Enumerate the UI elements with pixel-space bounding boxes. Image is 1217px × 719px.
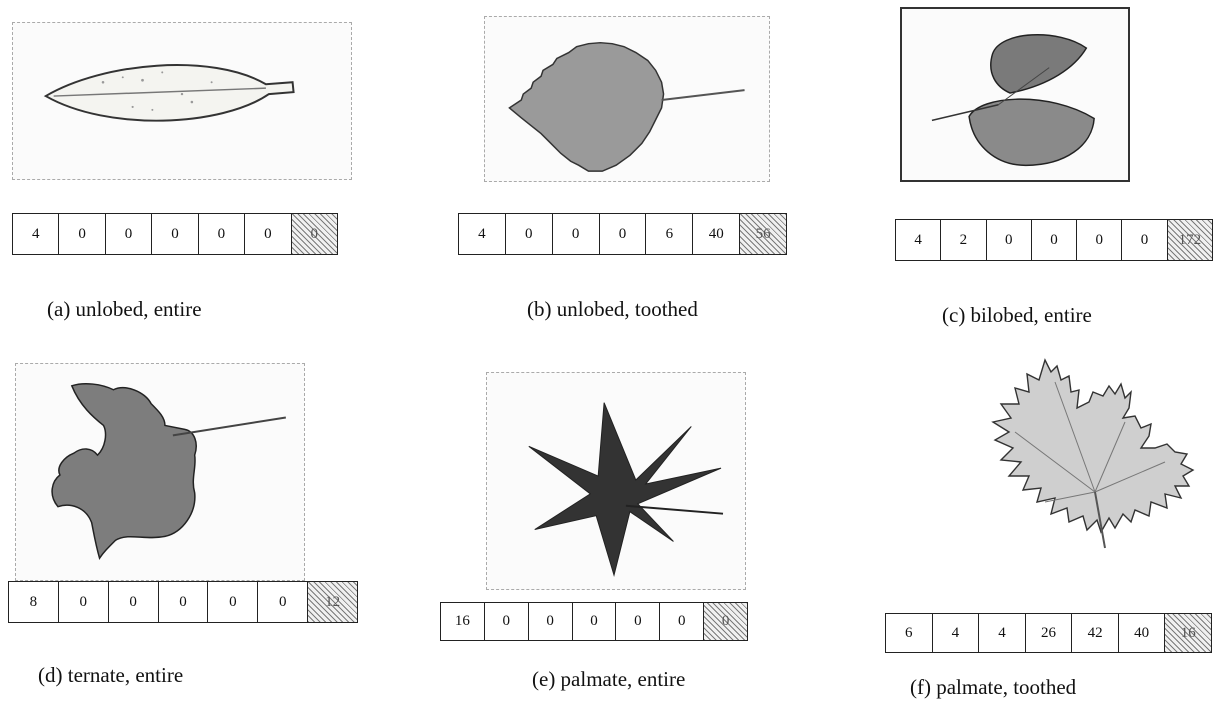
feature-row-b: 4 0 0 0 6 40 56 xyxy=(458,213,787,255)
feature-cell: 0 xyxy=(616,603,661,640)
feature-cell: 0 xyxy=(600,214,647,254)
caption-a: (a) unlobed, entire xyxy=(47,297,202,321)
feature-cell-shaded: 12 xyxy=(308,582,358,622)
feature-cell-shaded: 56 xyxy=(740,214,787,254)
ternate-entire-leaf-icon xyxy=(51,383,286,560)
caption-f: (f) palmate, toothed xyxy=(910,675,1077,699)
caption-d: (d) ternate, entire xyxy=(38,663,184,687)
feature-cell: 0 xyxy=(485,603,529,640)
feature-cell: 0 xyxy=(1032,220,1078,260)
unlobed-toothed-leaf-icon xyxy=(508,41,745,172)
leaf-photo-e xyxy=(486,372,746,590)
feature-cell: 0 xyxy=(106,214,153,254)
unlobed-entire-leaf-icon xyxy=(43,64,295,122)
feature-cell: 0 xyxy=(573,603,617,640)
feature-cell: 40 xyxy=(693,214,741,254)
feature-row-d: 8 0 0 0 0 0 12 xyxy=(8,581,358,623)
feature-cell: 4 xyxy=(896,220,942,260)
palmate-toothed-leaf-icon xyxy=(991,358,1195,549)
feature-cell: 0 xyxy=(199,214,246,254)
feature-cell: 0 xyxy=(553,214,600,254)
caption-c: (c) bilobed, entire xyxy=(942,303,1092,327)
caption-b: (b) unlobed, toothed xyxy=(527,297,698,321)
feature-cell: 0 xyxy=(109,582,159,622)
feature-cell: 4 xyxy=(13,214,60,254)
feature-row-e: 16 0 0 0 0 0 0 xyxy=(440,602,748,641)
leaf-photo-a xyxy=(12,22,352,180)
leaf-photo-b xyxy=(484,16,770,182)
feature-cell: 0 xyxy=(987,220,1032,260)
palmate-entire-leaf-icon xyxy=(528,402,724,577)
feature-cell: 0 xyxy=(152,214,199,254)
feature-cell: 2 xyxy=(941,220,987,260)
feature-cell: 0 xyxy=(1122,220,1168,260)
feature-cell: 0 xyxy=(208,582,259,622)
feature-cell: 42 xyxy=(1072,614,1119,652)
feature-cell: 8 xyxy=(9,582,59,622)
feature-cell: 0 xyxy=(245,214,292,254)
feature-cell-shaded: 0 xyxy=(704,603,748,640)
feature-cell: 0 xyxy=(660,603,705,640)
feature-row-a: 4 0 0 0 0 0 0 xyxy=(12,213,338,255)
feature-cell: 4 xyxy=(933,614,980,652)
feature-cell: 40 xyxy=(1119,614,1166,652)
feature-cell: 0 xyxy=(159,582,209,622)
feature-cell-shaded: 172 xyxy=(1167,220,1212,260)
feature-cell: 6 xyxy=(886,614,933,652)
leaf-photo-c xyxy=(900,7,1130,182)
feature-cell: 26 xyxy=(1026,614,1073,652)
leaf-photo-d xyxy=(15,363,305,581)
feature-cell: 0 xyxy=(59,214,106,254)
feature-cell-shaded: 16 xyxy=(1165,614,1212,652)
feature-cell: 0 xyxy=(1077,220,1123,260)
feature-row-f: 6 4 4 26 42 40 16 xyxy=(885,613,1212,653)
feature-cell: 0 xyxy=(506,214,553,254)
leaf-photo-f xyxy=(945,352,1210,602)
feature-cell: 4 xyxy=(979,614,1026,652)
feature-cell-shaded: 0 xyxy=(291,214,337,254)
feature-cell: 0 xyxy=(59,582,109,622)
feature-cell: 4 xyxy=(459,214,506,254)
feature-cell: 0 xyxy=(529,603,573,640)
feature-cell: 6 xyxy=(646,214,694,254)
caption-e: (e) palmate, entire xyxy=(532,667,686,691)
feature-row-c: 4 2 0 0 0 0 172 xyxy=(895,219,1213,261)
feature-cell: 16 xyxy=(441,603,485,640)
bilobed-entire-leaf-icon xyxy=(931,34,1095,167)
feature-cell: 0 xyxy=(258,582,309,622)
